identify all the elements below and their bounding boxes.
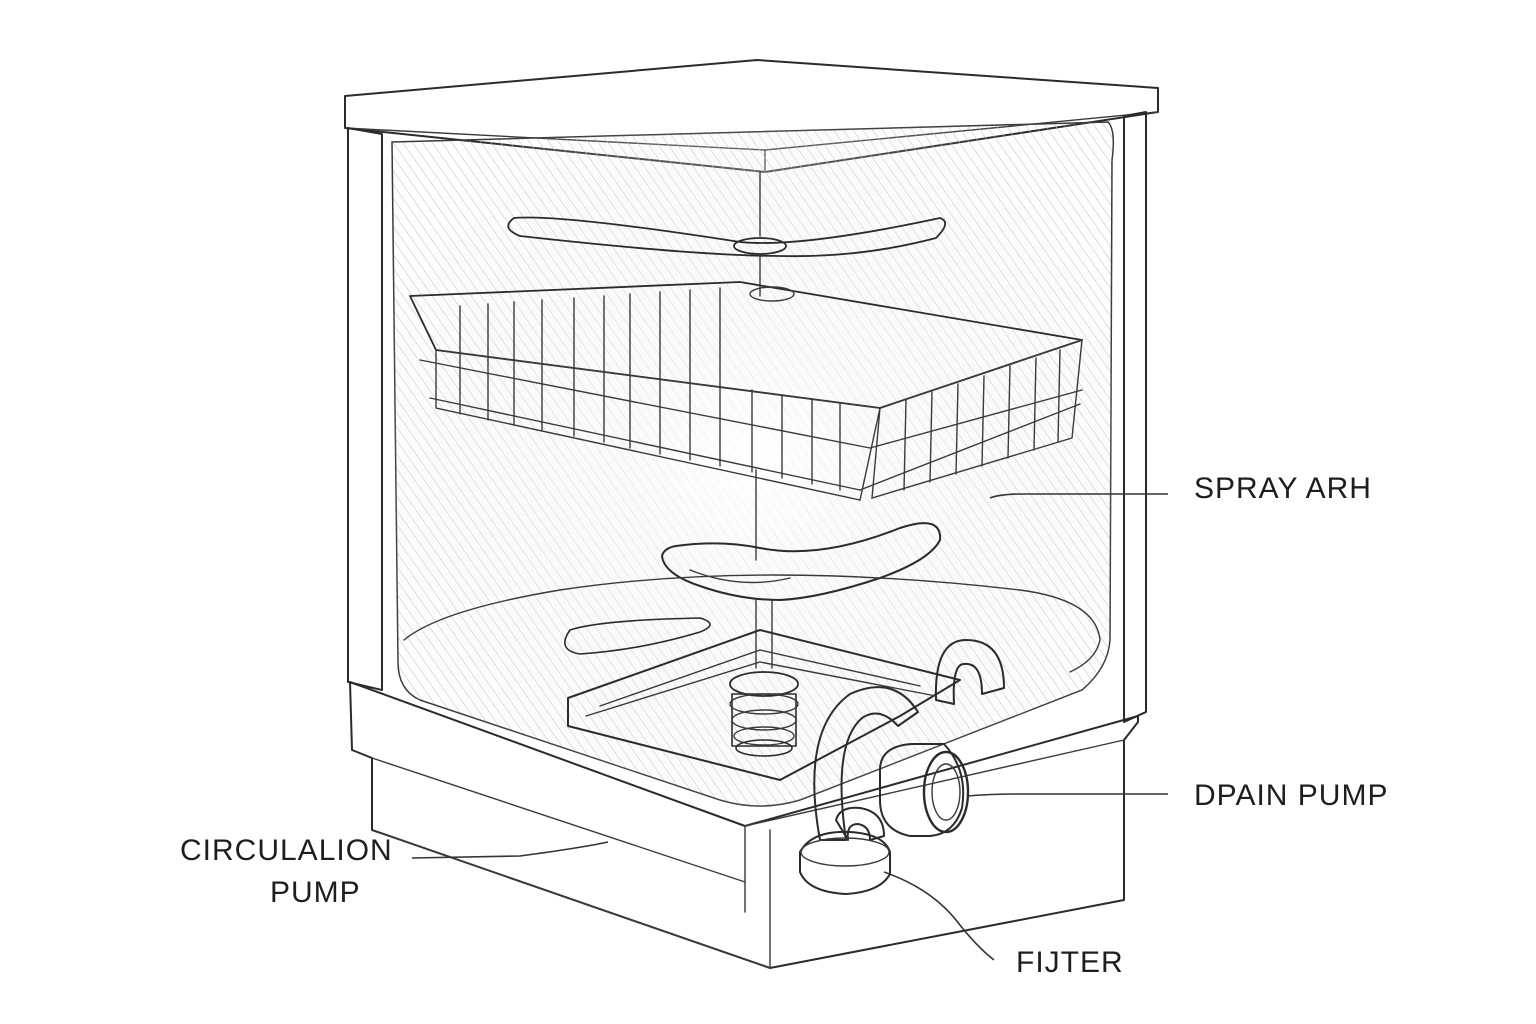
circulation-pump-label-line2: PUMP — [270, 876, 361, 909]
sump-assembly — [567, 629, 961, 781]
leader-lines — [411, 493, 1168, 961]
rack-wires-side — [903, 349, 1061, 491]
lower-spray-arm — [564, 522, 942, 669]
circulation-pump-label-line1: CIRCULALION — [180, 834, 393, 867]
upper-spray-arm — [507, 171, 946, 297]
filter-leader — [883, 871, 995, 961]
labels: SPRAY ARH DPAIN PUMP CIRCULALION PUMP FI… — [180, 472, 1388, 979]
drain-pump-label: DPAIN PUMP — [1194, 779, 1388, 812]
rack-wires-front — [459, 287, 841, 491]
circulation-pump-body — [729, 671, 799, 757]
circulation-pump-leader — [411, 841, 609, 859]
cabinet — [344, 59, 1159, 969]
dish-rack — [409, 281, 1083, 501]
spray-arm-leader — [989, 493, 1168, 499]
filter-label: FIJTER — [1016, 946, 1124, 979]
spray-arm-label: SPRAY ARH — [1194, 472, 1372, 505]
drain-pump — [813, 639, 1005, 841]
drain-pump-leader — [967, 793, 1168, 797]
filter-cap — [799, 806, 891, 895]
